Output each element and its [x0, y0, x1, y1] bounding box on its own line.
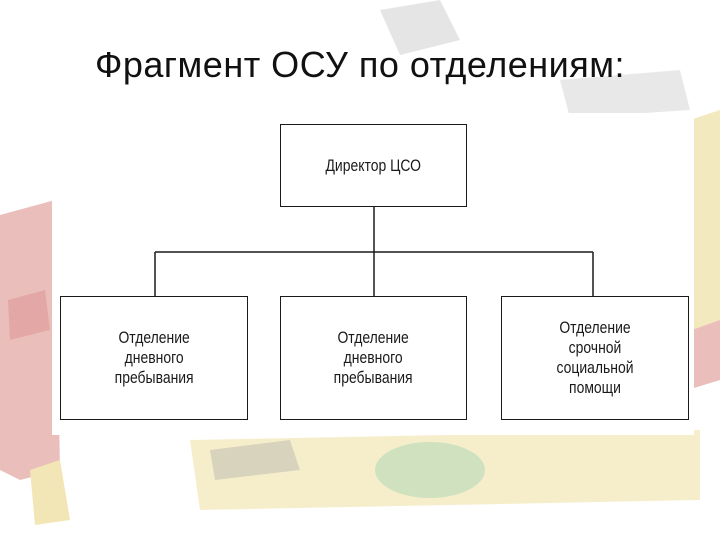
clipart-yellow-shape-right: [690, 110, 720, 340]
org-node-department-label: Отделение срочной социальной помощи: [556, 318, 634, 397]
org-node-director: Директор ЦСО: [280, 124, 467, 207]
org-node-department-urgent-help: Отделение срочной социальной помощи: [501, 296, 689, 420]
clipart-red-shape-right: [692, 320, 720, 388]
org-node-department-label: Отделение дневного пребывания: [334, 328, 413, 387]
org-node-director-label: Директор ЦСО: [325, 155, 422, 175]
org-node-department-day-care-1: Отделение дневного пребывания: [60, 296, 248, 420]
org-node-department-day-care-2: Отделение дневного пребывания: [280, 296, 467, 420]
clipart-red-shape-left: [0, 200, 60, 480]
clipart-dark-strokes-top-right: [560, 70, 690, 118]
clipart-yellow-shape-left: [30, 460, 70, 525]
slide-title: Фрагмент ОСУ по отделениям:: [95, 44, 625, 85]
org-node-department-label: Отделение дневного пребывания: [114, 328, 194, 387]
clipart-dark-strokes-top: [380, 0, 460, 55]
clipart-green-shape-bottom: [375, 442, 485, 498]
clipart-dark-strokes-bottom: [210, 440, 300, 480]
clipart-red-stroke-left: [8, 290, 50, 340]
